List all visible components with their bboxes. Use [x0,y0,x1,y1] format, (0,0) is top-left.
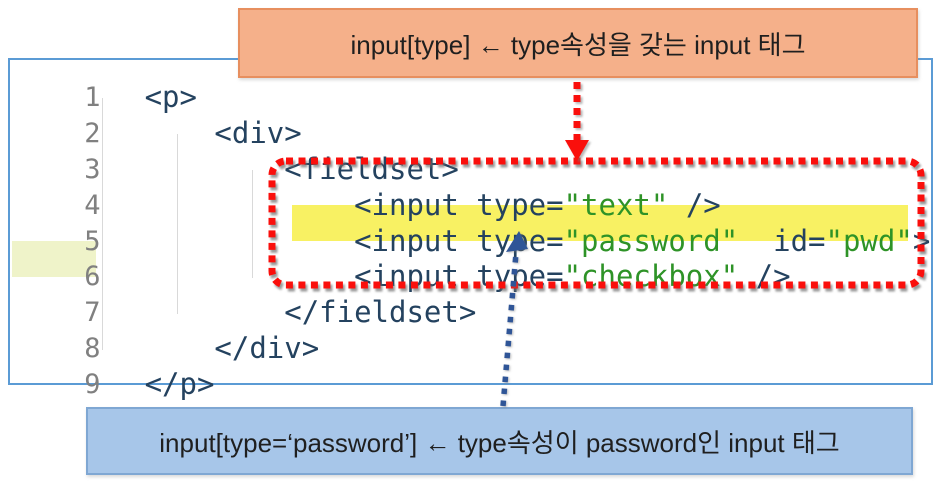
code-token: "password" [563,223,739,258]
code-token: "text" [563,187,669,222]
code-token: </p> [144,367,215,402]
code-token: <input type= [144,259,564,294]
indent-guide [252,170,253,278]
line-number: 6 [84,261,101,293]
line-number: 3 [84,153,101,185]
indent-guide [177,134,178,314]
code-token: "pwd" [825,223,913,258]
code-line: 9 </p> [12,349,929,401]
line-number: 9 [84,369,101,401]
code-token: "checkbox" [563,259,739,294]
line-number: 8 [84,333,101,365]
code-token: id= [738,223,826,258]
indent-guide [102,98,103,350]
code-line: 7 </fieldset> [12,277,929,329]
line-number: 1 [84,82,101,113]
line-number: 7 [84,297,101,329]
callout-attribute-value-selector: input[type=‘password’] ← type속성이 passwor… [86,407,913,475]
line-number: 5 [84,225,101,257]
code-token: /> [668,187,721,222]
code-editor: 1 <p> 2 <div> 3 <fieldset> 4 <input type=… [8,58,933,401]
code-token: </fieldset> [144,295,477,330]
code-token: <input type= [144,223,564,258]
code-token: <input type= [144,187,564,222]
code-token: <div> [144,115,302,150]
callout-attribute-value-selector-text: input[type=‘password’] ← type속성이 passwor… [159,427,840,458]
code-token: /> [738,259,791,294]
callout-attribute-selector: input[type] ← type속성을 갖는 input 태그 [238,8,918,78]
code-line: 2 <div> [12,98,929,150]
active-line-gutter-highlight [12,241,96,277]
code-token: <p> [144,80,197,114]
callout-attribute-selector-text: input[type] ← type속성을 갖는 input 태그 [350,29,806,60]
line-number: 2 [84,117,101,149]
code-token: </div> [144,331,320,366]
line-number: 4 [84,189,101,221]
code-token: > [912,223,931,258]
code-token: <fieldset> [144,151,459,186]
code-line: 1 <p> [12,62,929,114]
code-lines: 1 <p> 2 <div> 3 <fieldset> 4 <input type=… [12,62,931,401]
code-line: 8 </div> [12,313,929,365]
